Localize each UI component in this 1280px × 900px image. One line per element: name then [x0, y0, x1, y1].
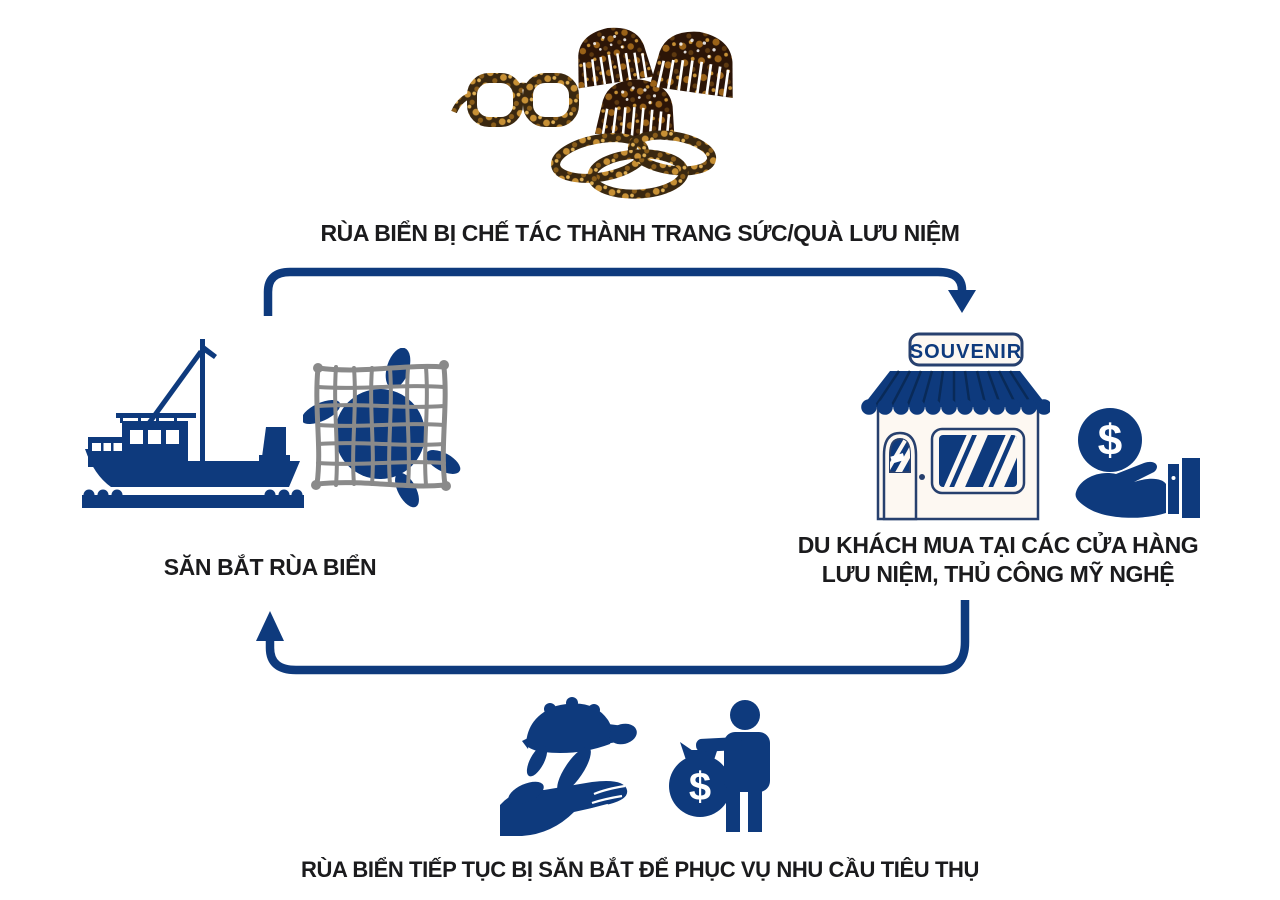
caption-turtles-crafted-into-souvenirs: RÙA BIỂN BỊ CHẾ TÁC THÀNH TRANG SỨC/QUÀ …: [320, 220, 960, 246]
door-knob: [919, 474, 925, 480]
dollar-sign: $: [1098, 416, 1122, 465]
person-figure: [696, 700, 770, 832]
caption-turtles-keep-being-hunted: RÙA BIỂN TIẾP TỤC BỊ SĂN BẮT ĐỂ PHỤC VỤ …: [301, 857, 979, 882]
sea-turtle-in-net-icon: [303, 348, 461, 508]
souvenir-sign: SOUVENIR: [908, 332, 1024, 367]
shop-awning: [861, 370, 1050, 415]
tortoiseshell-products-photo: [451, 20, 743, 199]
tortoiseshell-combs: [568, 20, 743, 143]
tortoiseshell-glasses: [451, 73, 579, 127]
caption-tourists-buy-at-shops: DU KHÁCH MUA TẠI CÁC CỬA HÀNG LƯU NIỆM, …: [770, 531, 1226, 589]
hand-receiving-coin-icon: $: [1075, 408, 1200, 518]
money-bag: $: [669, 742, 731, 817]
open-hand: [1075, 458, 1200, 518]
tortoiseshell-bangles: [551, 130, 717, 199]
souvenir-shop-icon: SOUVENIR: [861, 332, 1050, 521]
arrow-top-icon: [263, 267, 976, 316]
person-with-money-bag-icon: $: [669, 700, 770, 832]
open-palm: [500, 781, 628, 836]
dollar-sign: $: [689, 765, 711, 809]
shop-display-window: [930, 427, 1026, 495]
hand-holding-sea-turtle-icon: [500, 697, 637, 836]
souvenir-sign-text: SOUVENIR: [910, 341, 1022, 363]
caption-right-line2: LƯU NIỆM, THỦ CÔNG MỸ NGHỆ: [821, 561, 1175, 587]
dollar-coin: $: [1078, 408, 1142, 472]
sea-turtle-side-silhouette: [522, 697, 637, 793]
fishing-net-icon: [314, 363, 448, 489]
caption-right-line1: DU KHÁCH MUA TẠI CÁC CỬA HÀNG: [797, 532, 1199, 558]
caption-hunting-sea-turtles: SĂN BẮT RÙA BIỂN: [163, 554, 377, 580]
shop-door: [882, 431, 925, 521]
fishing-boat-icon: [82, 339, 304, 508]
arrow-bottom-icon: [256, 600, 970, 675]
